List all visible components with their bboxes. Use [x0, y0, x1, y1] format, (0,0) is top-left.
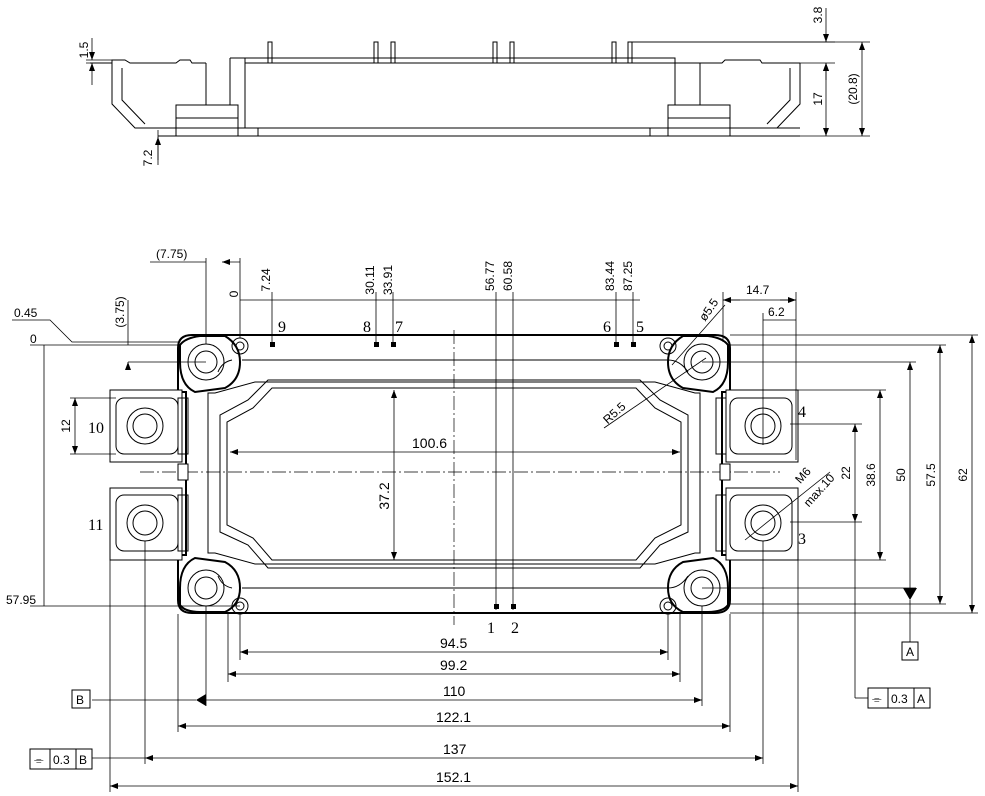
dim-phi-5-5: ø5.5	[696, 296, 721, 324]
tolerance-right-ref: A	[917, 692, 925, 706]
dim-38-6: 38.6	[864, 463, 878, 487]
dim-60-58: 60.58	[501, 261, 515, 291]
side-pins	[267, 41, 633, 64]
dim-0-45: 0.45	[14, 306, 38, 320]
dim-100-6: 100.6	[412, 435, 447, 451]
datum-a: A	[901, 641, 919, 661]
pin-label-4: 4	[798, 404, 806, 421]
dim-6-2: 6.2	[768, 305, 785, 319]
top-view: 9 8 7 6 5 4 3 10 11 1 2 (7.75) 0 7.24 30…	[6, 247, 978, 792]
dim-110: 110	[443, 683, 466, 699]
dim-87-25: 87.25	[621, 261, 635, 291]
dim-3-75: (3.75)	[113, 296, 127, 327]
tolerance-left-symbol: ⌯	[34, 753, 44, 767]
dim-152-1: 152.1	[436, 769, 471, 785]
dim-83-44: 83.44	[603, 261, 617, 291]
dim-12: 12	[59, 419, 73, 433]
tolerance-frame-left: ⌯ 0.3 B	[29, 748, 93, 770]
dim-33-91: 33.91	[381, 265, 395, 295]
dim-1-5: 1.5	[77, 41, 91, 58]
dim-137: 137	[443, 741, 467, 757]
dim-r-5-5: R5.5	[600, 399, 628, 427]
dim-0-left: 0	[30, 332, 37, 346]
dim-57-95: 57.95	[6, 593, 36, 607]
tolerance-frame-right: ⌯ 0.3 A	[855, 687, 931, 709]
pin-label-1: 1	[487, 620, 495, 637]
dim-14-7: 14.7	[746, 283, 770, 297]
datum-b: B	[71, 689, 91, 709]
datum-b-label: B	[76, 693, 84, 707]
dim-0-top: 0	[227, 290, 241, 297]
dim-17: 17	[811, 92, 825, 106]
dim-7-24: 7.24	[259, 268, 273, 292]
datum-a-label: A	[906, 645, 914, 659]
dim-56-77: 56.77	[483, 261, 497, 291]
dim-122-1: 122.1	[436, 709, 471, 725]
dim-3-8: 3.8	[811, 6, 825, 23]
dim-22: 22	[839, 466, 853, 480]
dim-62: 62	[956, 468, 970, 482]
side-view: 1.5 7.2 3.8 17 (20.8)	[77, 6, 870, 166]
dim-7-2: 7.2	[141, 149, 155, 166]
dim-7-75: (7.75)	[156, 247, 187, 261]
tolerance-left-value: 0.3	[53, 753, 70, 767]
dim-20-8: (20.8)	[846, 73, 860, 104]
module-outline	[177, 334, 731, 614]
pin-label-9: 9	[278, 319, 286, 336]
dim-30-11: 30.11	[363, 265, 377, 294]
tolerance-right-value: 0.3	[891, 692, 908, 706]
pin-label-7: 7	[395, 319, 403, 336]
tolerance-left-ref: B	[79, 753, 87, 767]
dim-50: 50	[894, 468, 908, 482]
pin-label-8: 8	[363, 319, 371, 336]
dim-m6: M6	[792, 464, 814, 486]
pin-label-5: 5	[636, 319, 644, 336]
signal-pins	[270, 342, 636, 609]
dim-57-5: 57.5	[924, 463, 938, 487]
pin-label-3: 3	[798, 531, 806, 548]
terminals	[109, 389, 799, 561]
dim-99-2: 99.2	[440, 657, 467, 673]
pin-label-10: 10	[88, 420, 104, 437]
mounting-holes	[179, 335, 729, 615]
pin-label-6: 6	[603, 319, 611, 336]
pin-label-2: 2	[511, 620, 519, 637]
dim-94-5: 94.5	[440, 635, 467, 651]
dim-37-2: 37.2	[376, 482, 392, 509]
tolerance-right-symbol: ⌯	[872, 692, 882, 706]
pin-label-11: 11	[88, 517, 103, 534]
